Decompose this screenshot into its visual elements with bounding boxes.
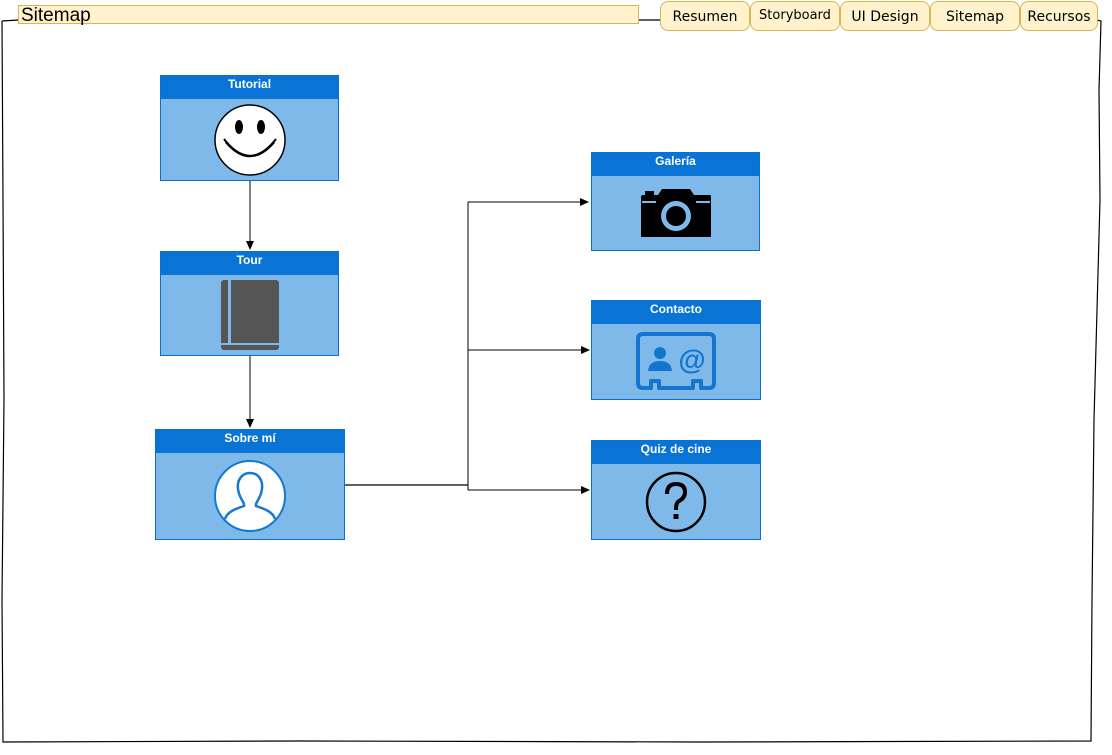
node-quiz[interactable]: Quiz de cine	[591, 440, 761, 540]
tab-ui-design[interactable]: UI Design	[840, 1, 930, 31]
tab-storyboard[interactable]: Storyboard	[750, 1, 840, 31]
tab-recursos[interactable]: Recursos	[1020, 1, 1098, 31]
node-quiz-label: Quiz de cine	[592, 441, 760, 464]
node-sobre-mi-label: Sobre mí	[156, 430, 344, 453]
book-icon	[161, 275, 338, 355]
node-galeria[interactable]: Galería	[591, 152, 760, 251]
svg-text:@: @	[678, 344, 705, 375]
node-contacto[interactable]: Contacto @	[591, 300, 761, 400]
node-tutorial[interactable]: Tutorial	[160, 75, 339, 181]
node-contacto-label: Contacto	[592, 301, 760, 324]
camera-icon	[592, 176, 759, 250]
user-profile-icon	[156, 453, 344, 539]
smiley-icon	[161, 99, 338, 180]
contact-card-icon: @	[592, 324, 760, 399]
node-galeria-label: Galería	[592, 153, 759, 176]
node-tour[interactable]: Tour	[160, 251, 339, 356]
tab-sitemap[interactable]: Sitemap	[930, 1, 1020, 31]
page-title: Sitemap	[18, 5, 639, 25]
tab-resumen[interactable]: Resumen	[660, 1, 750, 31]
node-sobre-mi[interactable]: Sobre mí	[155, 429, 345, 540]
question-icon	[592, 464, 760, 539]
node-tour-label: Tour	[161, 252, 338, 275]
node-tutorial-label: Tutorial	[161, 76, 338, 99]
page-frame	[1, 19, 1102, 743]
